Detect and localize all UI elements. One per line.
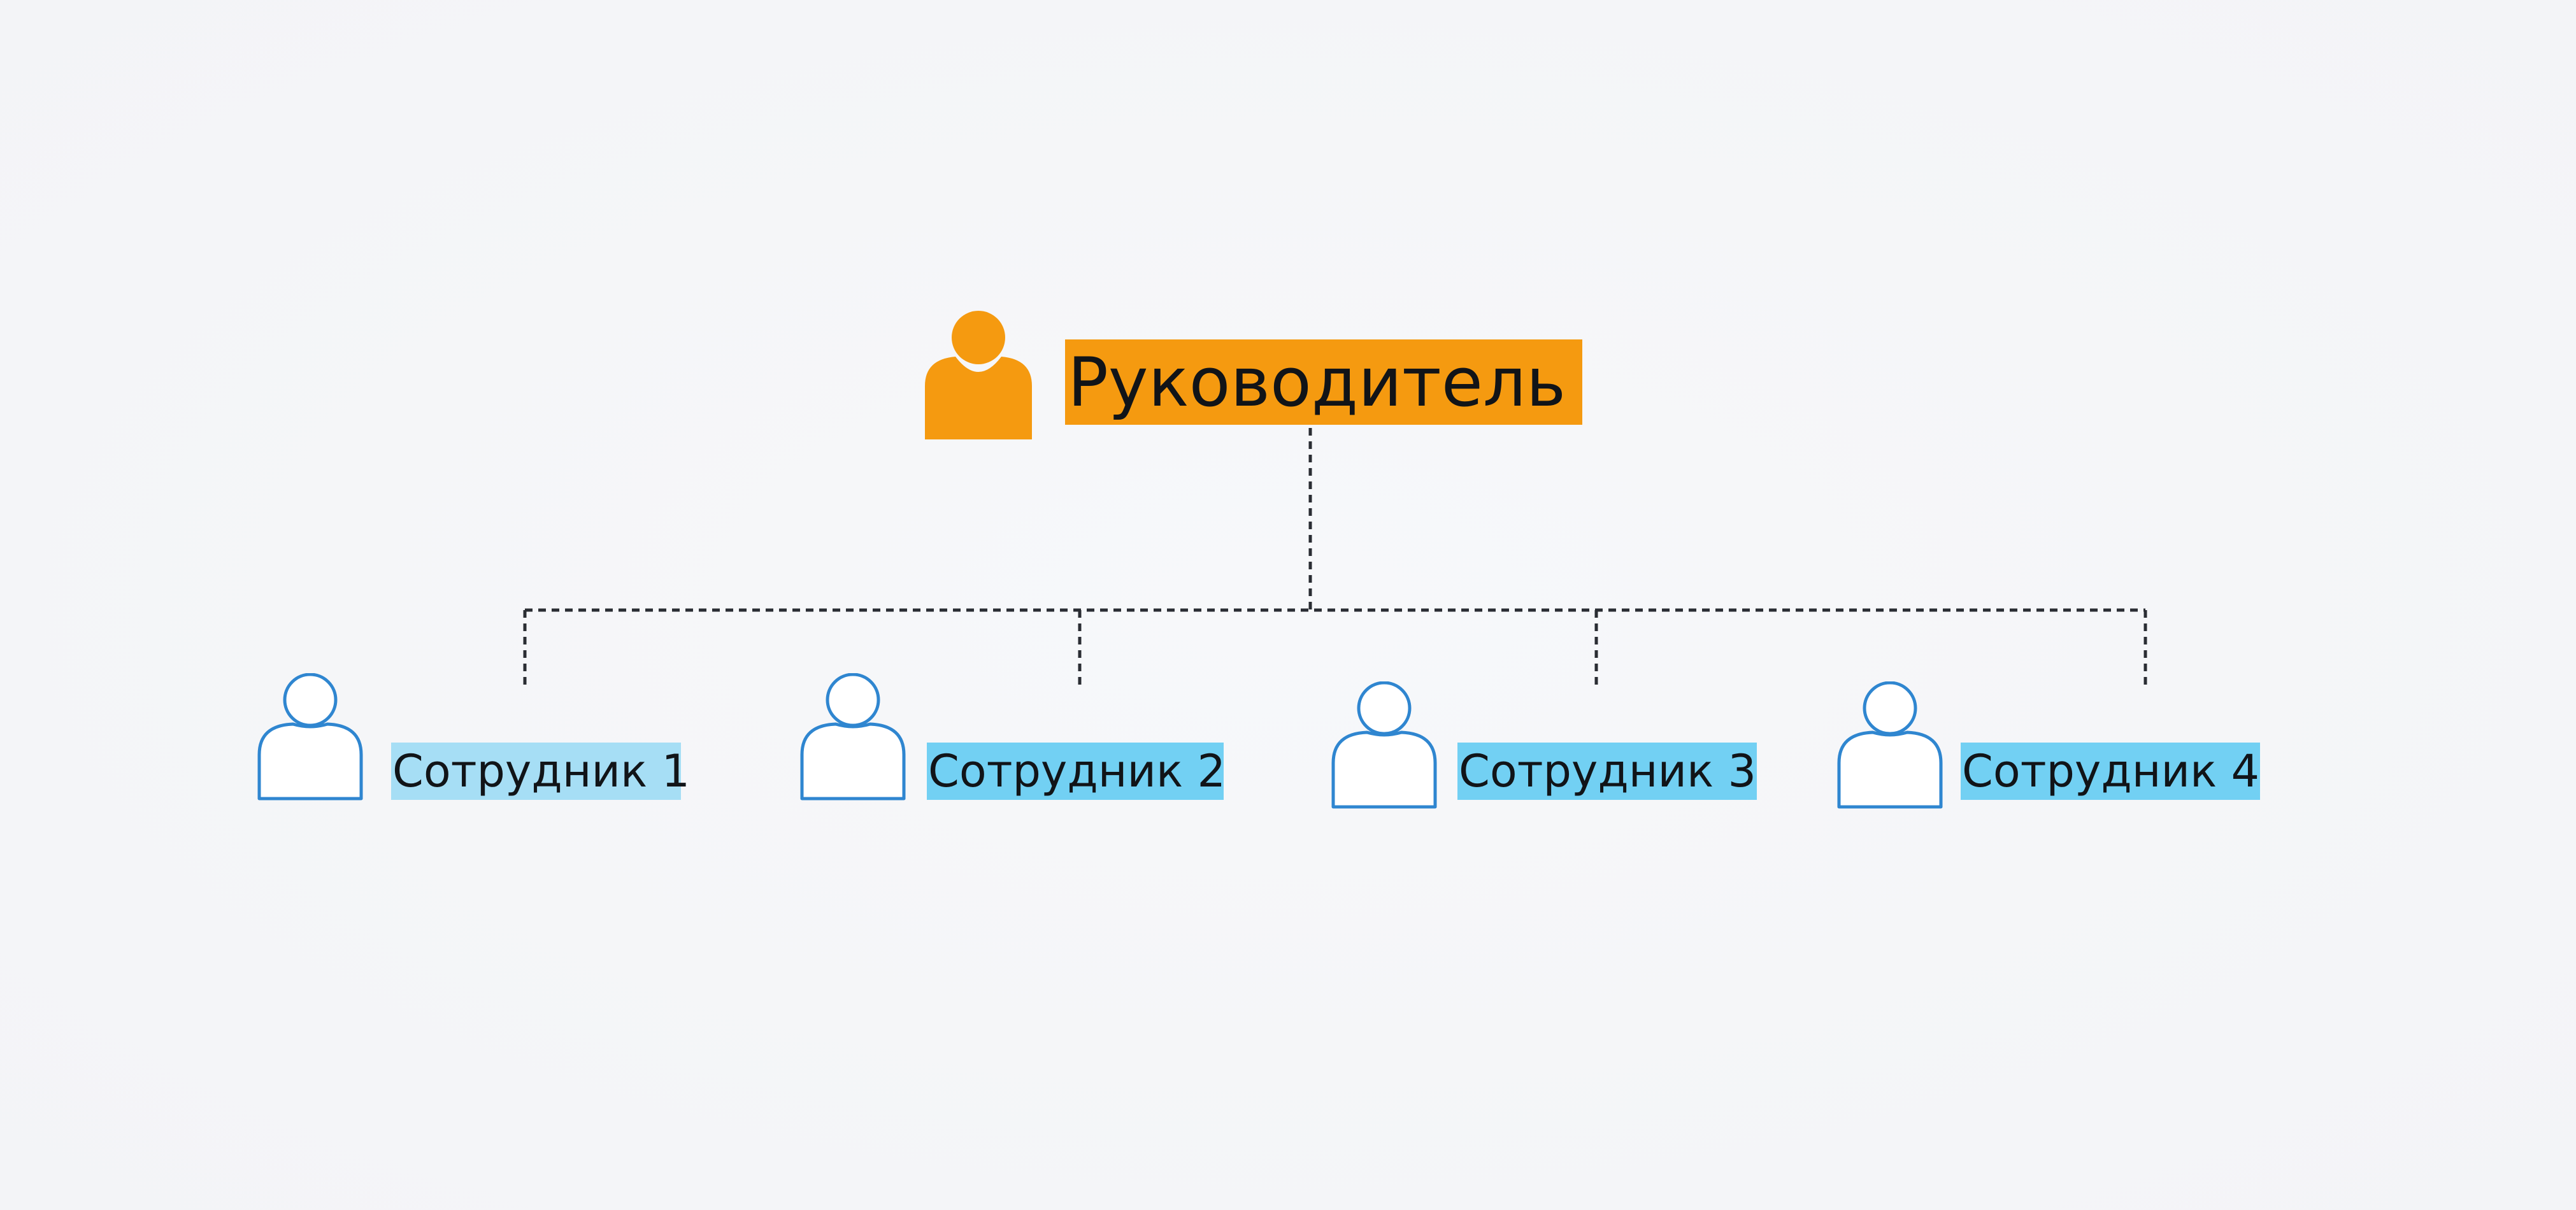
person-outline-icon	[1331, 681, 1437, 809]
employee-label: Сотрудник 4	[1961, 743, 2260, 800]
employee-label: Сотрудник 1	[391, 743, 690, 800]
manager-label: Руководитель	[1065, 339, 1582, 425]
employee-label: Сотрудник 3	[1457, 743, 1757, 800]
person-outline-icon	[1837, 681, 1943, 809]
person-outline-icon	[800, 673, 906, 801]
person-icon	[925, 311, 1032, 439]
employee-label: Сотрудник 2	[927, 743, 1226, 800]
person-outline-icon	[257, 673, 363, 801]
